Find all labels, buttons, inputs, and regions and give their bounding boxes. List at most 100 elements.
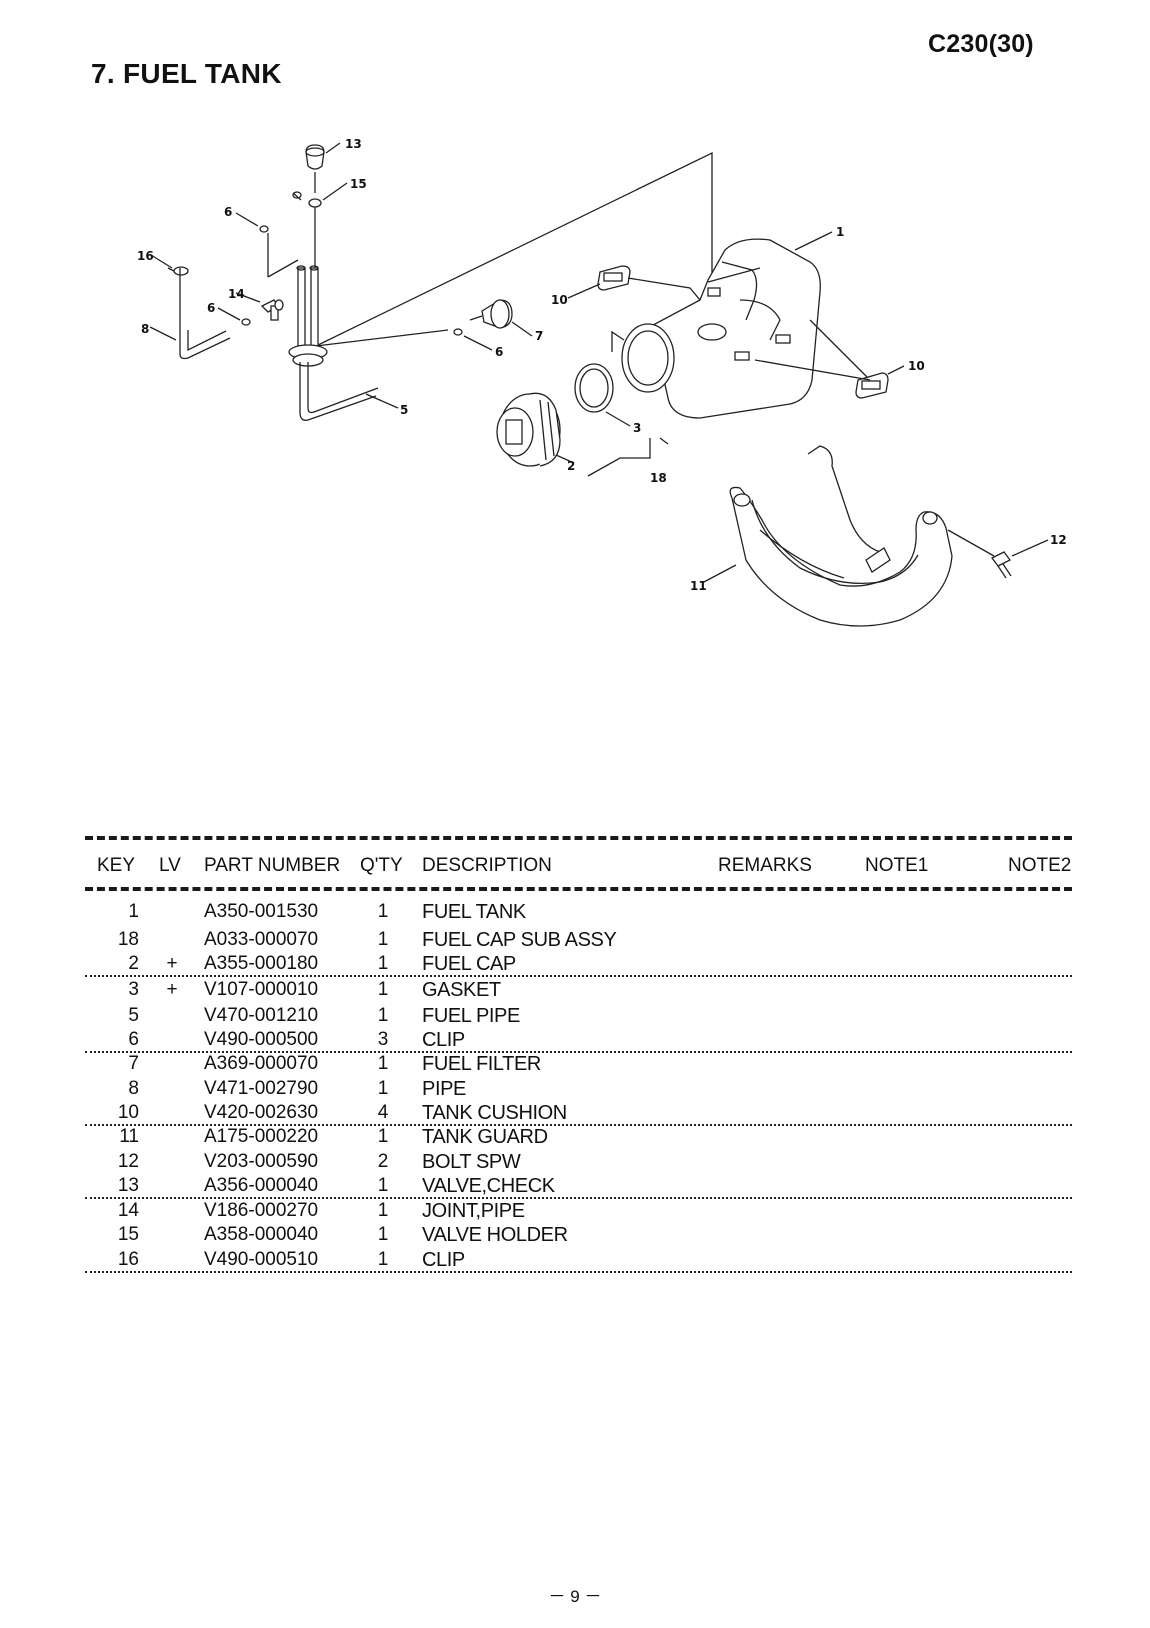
table-header-rule [85,887,1072,891]
cell-part-number: V420-002630 [204,1102,319,1123]
cell-key: 13 [117,1175,139,1196]
col-note2: NOTE2 [1008,855,1072,876]
cell-description: GASKET [422,979,501,1001]
bolt-spw-part [947,529,1012,579]
cell-qty: 1 [377,1175,389,1196]
table-row: 8 V471-002790 1 PIPE [0,1075,1070,1100]
fuel-pipe-part [299,362,379,421]
cell-part-number: V490-000500 [204,1029,319,1050]
callout-label: 1 [836,225,844,239]
cell-key: 11 [119,1126,139,1147]
fuel-filter-part [469,299,513,329]
gasket-part [574,363,614,413]
table-row: 10 V420-002630 4 TANK CUSHION [85,1099,1072,1126]
table-row: 18 A033-000070 1 FUEL CAP SUB ASSY [0,926,1070,951]
callout-label: 3 [633,421,641,435]
callout-label: 16 [137,249,154,263]
callout-label: 10 [908,359,925,373]
cell-key: 8 [128,1078,139,1099]
clip-part [259,225,269,233]
cell-description: VALVE HOLDER [422,1224,568,1246]
clip-part [453,328,463,336]
cell-qty: 1 [377,1078,389,1099]
page-number: － 9 － [548,1587,602,1606]
callout-label: 6 [224,205,232,219]
cell-key: 1 [128,901,139,922]
callout-label: 15 [350,177,367,191]
table-row: 11 A175-000220 1 TANK GUARD [0,1123,1070,1148]
callout-label: 13 [345,137,362,151]
cell-key: 14 [117,1200,139,1221]
fuel-tank-part [611,238,821,419]
callout-label: 6 [207,301,215,315]
cell-part-number: V470-001210 [204,1005,319,1026]
valve-holder-part [292,191,322,270]
tank-cushion-part [597,265,889,399]
cell-key: 15 [117,1224,139,1245]
col-remarks: REMARKS [718,855,812,876]
cell-qty: 1 [377,979,389,1000]
pipe-part [179,330,231,360]
table-top-rule [85,836,1072,840]
cell-part-number: A175-000220 [204,1126,319,1147]
cell-description: BOLT SPW [422,1151,521,1173]
cell-key: 2 [128,953,139,974]
cell-qty: 1 [377,1200,389,1221]
cell-description: CLIP [422,1029,465,1051]
cell-description: FUEL CAP SUB ASSY [422,929,617,951]
cell-key: 7 [128,1053,139,1074]
callout-label: 5 [400,403,408,417]
cell-description: TANK GUARD [422,1126,548,1148]
callout-label: 7 [535,329,543,343]
cell-key: 6 [128,1029,139,1050]
col-part-number: PART NUMBER [204,855,341,876]
cell-qty: 1 [377,901,389,922]
cell-key: 3 [128,979,139,1000]
reference-line [315,151,713,347]
cell-description: JOINT,PIPE [422,1200,525,1222]
cell-description: TANK CUSHION [422,1102,567,1124]
clip-16-part [167,266,189,276]
cell-qty: 1 [377,1224,389,1245]
cell-key: 10 [117,1102,139,1123]
col-lv: LV [159,855,181,876]
callout-label: 8 [141,322,149,336]
cell-qty: 2 [377,1151,389,1172]
cell-part-number: V471-002790 [204,1078,319,1099]
cell-part-number: A355-000180 [204,953,319,974]
cell-qty: 3 [377,1029,389,1050]
cell-qty: 1 [377,1126,389,1147]
cell-key: 16 [117,1249,139,1270]
cell-lv: + [166,979,178,1000]
cell-description: FUEL TANK [422,901,526,923]
fuel-tube-vertical [296,265,319,349]
cell-part-number: V490-000510 [204,1249,319,1270]
callout-label: 10 [551,293,568,307]
table-row: 6 V490-000500 3 CLIP [85,1026,1072,1053]
model-number: C230(30) [928,30,1034,58]
exploded-parts-diagram: 13 15 6 16 14 6 8 1 10 7 6 5 3 2 18 10 1… [137,137,1067,627]
cell-qty: 1 [377,929,389,950]
cell-qty: 1 [377,1053,389,1074]
fuel-cap-part [496,392,561,467]
cell-description: PIPE [422,1078,466,1100]
cell-key: 18 [117,929,139,950]
cell-description: CLIP [422,1249,465,1271]
cell-description: VALVE,CHECK [422,1175,555,1197]
callout-label: 11 [690,579,707,593]
cell-qty: 4 [377,1102,389,1123]
joint-pipe-part [260,299,284,321]
col-note1: NOTE1 [865,855,929,876]
col-key: KEY [97,855,136,876]
callout-label: 12 [1050,533,1067,547]
cell-part-number: A369-000070 [204,1053,319,1074]
cell-part-number: A033-000070 [204,929,319,950]
col-description: DESCRIPTION [422,855,552,876]
